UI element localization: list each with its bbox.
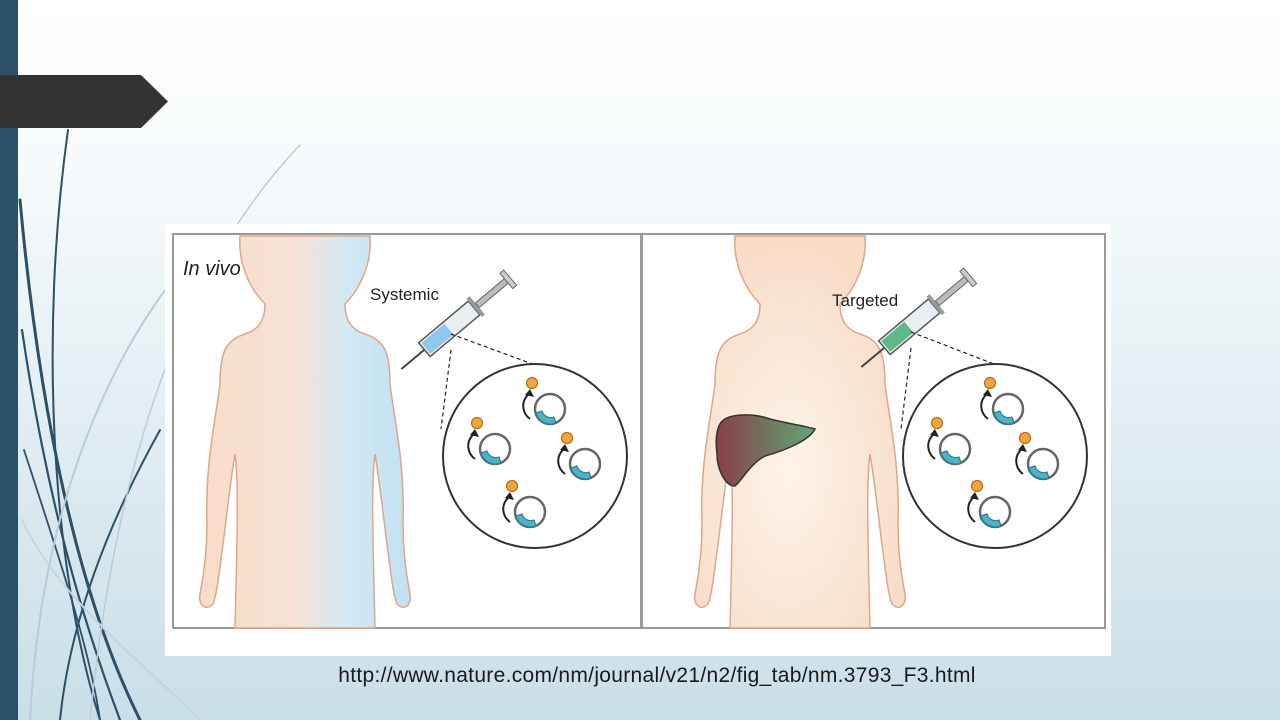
systemic-zoom-circle [442,363,628,549]
title-tab-shape [0,75,168,128]
source-link[interactable]: http://www.nature.com/nm/journal/v21/n2/… [338,664,976,687]
systemic-syringe-icon [400,269,518,370]
panel-title: In vivo [183,258,241,280]
systemic-label: Systemic [370,285,439,304]
liver-icon [715,414,817,487]
systemic-body [198,235,412,629]
decorative-swooshes [18,129,301,720]
targeted-syringe-icon [860,267,978,368]
gene-therapy-figure: In vivo Systemic Targeted [165,224,1111,656]
slide-accent-bar [0,0,18,720]
targeted-zoom-circle [902,363,1088,549]
targeted-label: Targeted [832,291,898,310]
